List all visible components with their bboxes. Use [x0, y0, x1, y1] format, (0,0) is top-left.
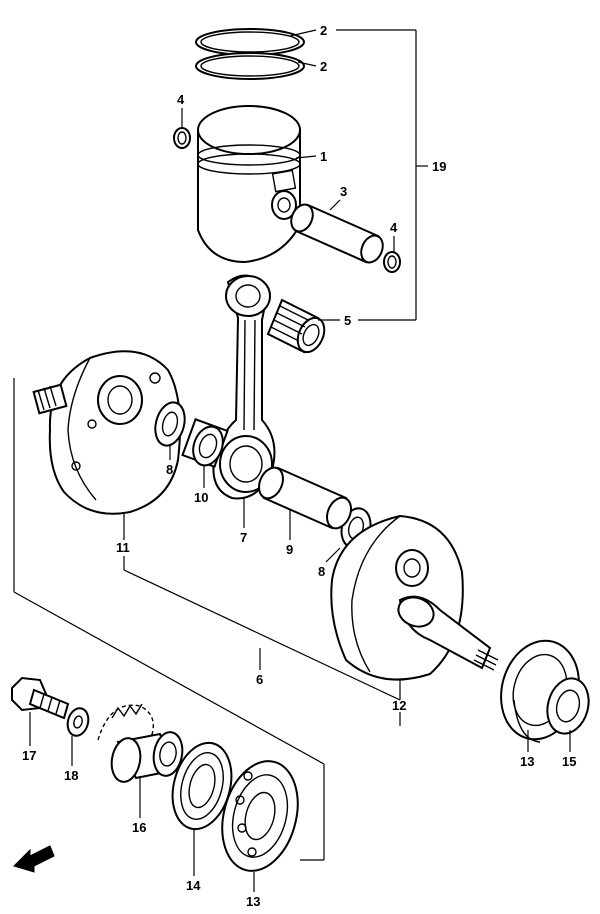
crank-half-left: [32, 350, 182, 515]
crank-bearing-left: [221, 760, 299, 872]
callout-1: 1: [320, 149, 327, 164]
callout-2-upper: 2: [320, 23, 327, 38]
callout-17: 17: [22, 748, 36, 763]
callout-19: 19: [432, 159, 446, 174]
callout-12: 12: [392, 698, 406, 713]
callout-8-right: 8: [318, 564, 325, 579]
callout-10: 10: [194, 490, 208, 505]
washer: [66, 707, 90, 737]
callout-4-right: 4: [390, 220, 398, 235]
big-end-bearing: [181, 418, 229, 468]
piston-ring-upper: [195, 28, 305, 56]
callout-labels: 2 2 19 1 3 4 4 5 8 10 7 9 8 11 6 12 13 1…: [22, 23, 576, 909]
callout-7: 7: [240, 530, 247, 545]
callout-6: 6: [256, 672, 263, 687]
piston: [197, 105, 301, 264]
callout-11: 11: [116, 540, 130, 555]
small-end-bearing: [266, 298, 326, 354]
callout-13-lower: 13: [246, 894, 260, 909]
leader-lines: [13, 29, 571, 892]
crank-pin: [258, 466, 352, 530]
callout-2-lower: 2: [320, 59, 327, 74]
piston-ring-lower: [195, 52, 305, 80]
connecting-rod: [212, 274, 276, 500]
callout-14: 14: [186, 878, 201, 893]
callout-15: 15: [562, 754, 576, 769]
callout-13-right: 13: [520, 754, 534, 769]
piston-pin: [290, 203, 384, 264]
crank-half-right: [330, 514, 499, 681]
front-direction-arrow-icon: [13, 845, 55, 873]
callout-18: 18: [64, 768, 78, 783]
crank-bolt: [11, 676, 70, 720]
circlip-right: [383, 251, 401, 273]
crank-bearing-left-small: [171, 741, 233, 831]
callout-9: 9: [286, 542, 293, 557]
callout-5: 5: [344, 313, 351, 328]
oil-seal: [546, 677, 590, 735]
circlip-left: [173, 127, 191, 149]
callout-3: 3: [340, 184, 347, 199]
primary-drive-gear: [97, 703, 184, 783]
thrust-washer-left: [154, 401, 186, 447]
callout-4-left: 4: [177, 92, 185, 107]
callout-16: 16: [132, 820, 146, 835]
callout-8-left: 8: [166, 462, 173, 477]
